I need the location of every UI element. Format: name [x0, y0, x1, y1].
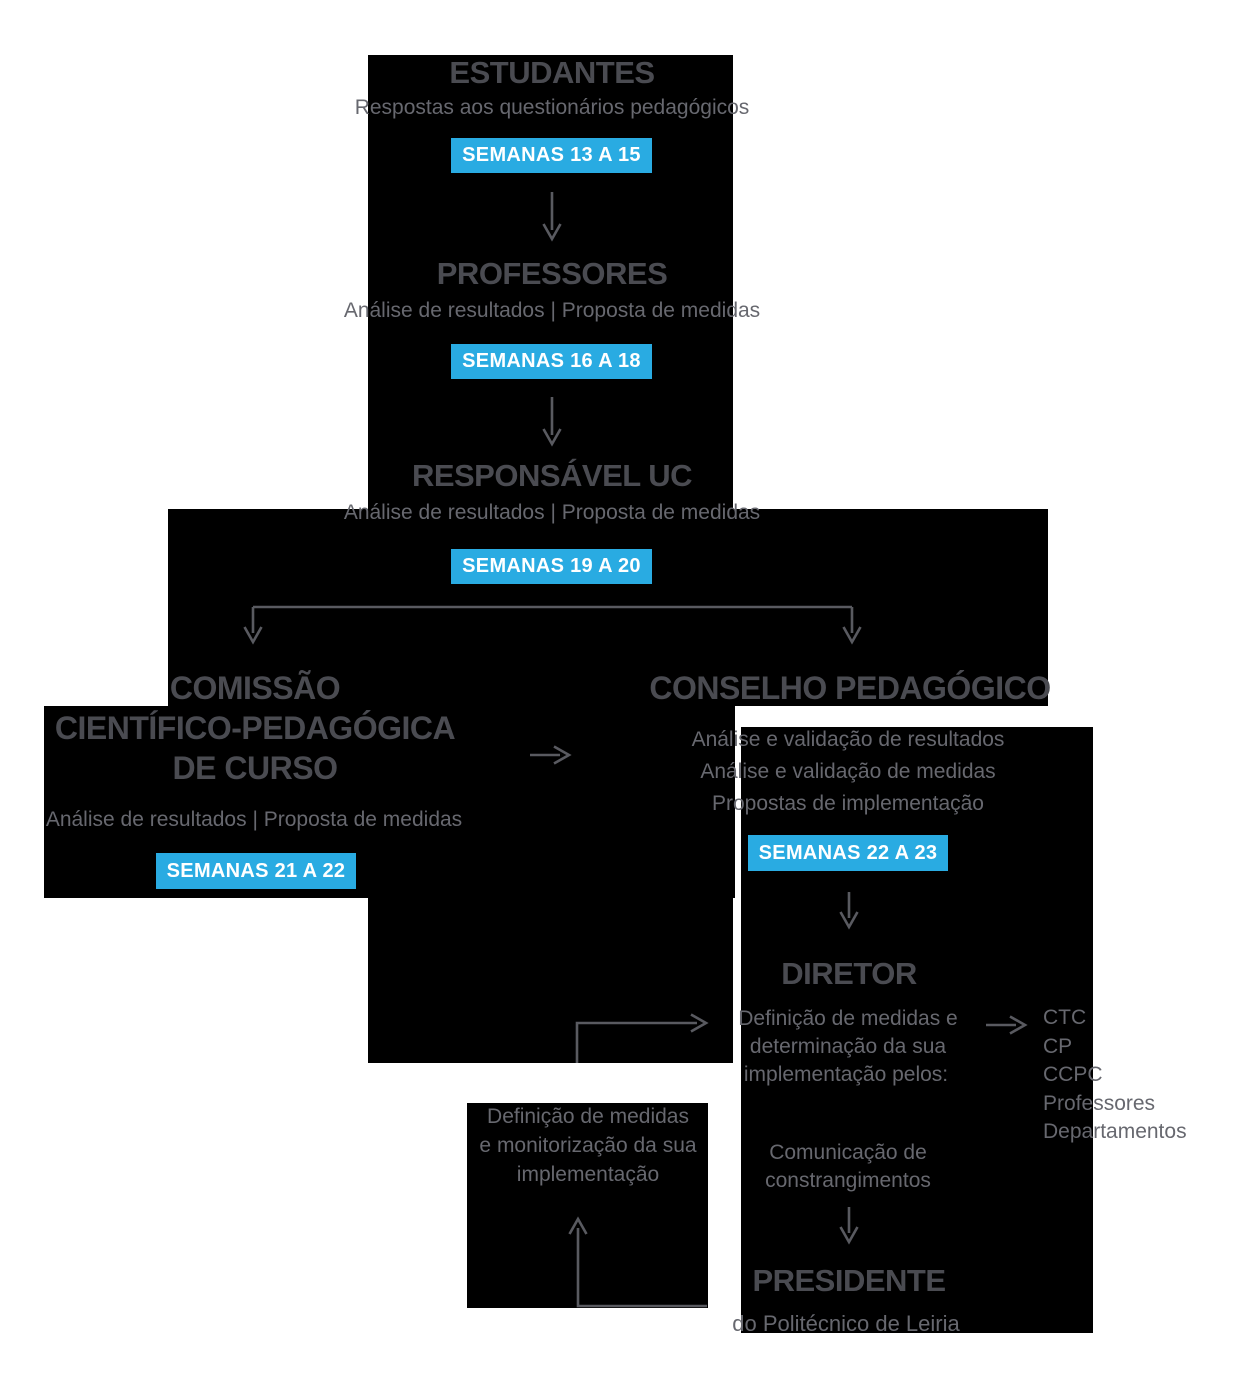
conselho-title: CONSELHO PEDAGÓGICO	[649, 670, 1051, 706]
diretor-title: DIRETOR	[781, 956, 917, 991]
estudantes-title: ESTUDANTES	[449, 55, 655, 90]
comunicacao-line2: constrangimentos	[765, 1169, 931, 1192]
conselho-line1: Análise e validação de resultados	[691, 728, 1005, 751]
professores-title: PROFESSORES	[436, 256, 668, 291]
comissao-title-line2: CIENTÍFICO-PEDAGÓGICA	[54, 710, 456, 746]
comissao-title-line1: COMISSÃO	[169, 670, 341, 706]
orgao-item: Professores	[1043, 1091, 1156, 1115]
responsavel-uc-title: RESPONSÁVEL UC	[411, 458, 693, 493]
diretor-line1: Definição de medidas e	[738, 1007, 958, 1030]
orgao-item: CCPC	[1043, 1063, 1103, 1087]
presidente-subtitle: do Politécnico de Leiria	[732, 1311, 960, 1336]
orgao-item: CTC	[1043, 1006, 1087, 1029]
professores-weeks-badge: SEMANAS 16 A 18	[451, 344, 652, 379]
panel-middle-column	[368, 898, 733, 1063]
presidente-title: PRESIDENTE	[752, 1263, 946, 1298]
panel-right-column	[741, 727, 1093, 1333]
conselho-line3: Propostas de implementação	[712, 792, 984, 815]
diretor-orgaos-list: CTC CP CCPC Professores Departamentos	[1043, 1004, 1187, 1147]
orgao-item: CP	[1043, 1034, 1073, 1058]
diretor-line3: implementação pelos:	[743, 1063, 949, 1086]
estudantes-weeks-badge: SEMANAS 13 A 15	[451, 138, 652, 173]
conselho-weeks-badge: SEMANAS 22 A 23	[748, 835, 948, 871]
responsavel-uc-weeks-badge: SEMANAS 19 A 20	[451, 549, 652, 584]
comunicacao-line1: Comunicação de	[769, 1141, 927, 1164]
monitorizacao-line2: e monitorização da sua	[479, 1134, 697, 1157]
monitorizacao-line1: Definição de medidas	[487, 1105, 689, 1128]
comissao-subtitle: Análise de resultados | Proposta de medi…	[45, 808, 463, 831]
orgao-item: Departamentos	[1043, 1120, 1187, 1144]
comissao-title-line3: DE CURSO	[172, 750, 338, 786]
diretor-line2: determinação da sua	[749, 1035, 947, 1058]
estudantes-subtitle: Respostas aos questionários pedagógicos	[354, 96, 750, 119]
conselho-line2: Análise e validação de medidas	[700, 760, 996, 783]
monitorizacao-line3: implementação	[516, 1163, 660, 1186]
comissao-weeks-badge: SEMANAS 21 A 22	[156, 853, 356, 889]
professores-subtitle: Análise de resultados | Proposta de medi…	[343, 299, 761, 322]
responsavel-uc-subtitle: Análise de resultados | Proposta de medi…	[343, 501, 761, 524]
